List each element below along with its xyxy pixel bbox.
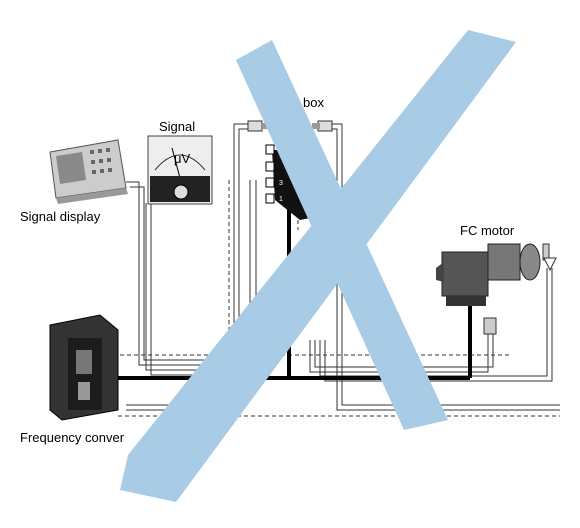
fc-motor-device [436, 243, 541, 306]
motor-sensor-connector [483, 317, 497, 335]
signal-display-device [49, 139, 128, 204]
cross-stroke-right [120, 30, 516, 502]
right-connector [542, 243, 557, 272]
fc-motor-label: FC motor [460, 223, 515, 238]
svg-text:1: 1 [279, 196, 283, 203]
box-label: box [303, 95, 324, 110]
top-connector-right [312, 120, 333, 132]
svg-text:3: 3 [279, 180, 283, 187]
signal-meter-device: μV [147, 135, 213, 205]
signal-display-label: Signal display [20, 209, 101, 224]
frequency-converter-label: Frequency conver [20, 430, 125, 445]
cross-out-overlay [120, 30, 516, 502]
signal-label: Signal [159, 119, 195, 134]
meter-unit-label: μV [174, 151, 190, 166]
frequency-converter-device [49, 314, 119, 421]
